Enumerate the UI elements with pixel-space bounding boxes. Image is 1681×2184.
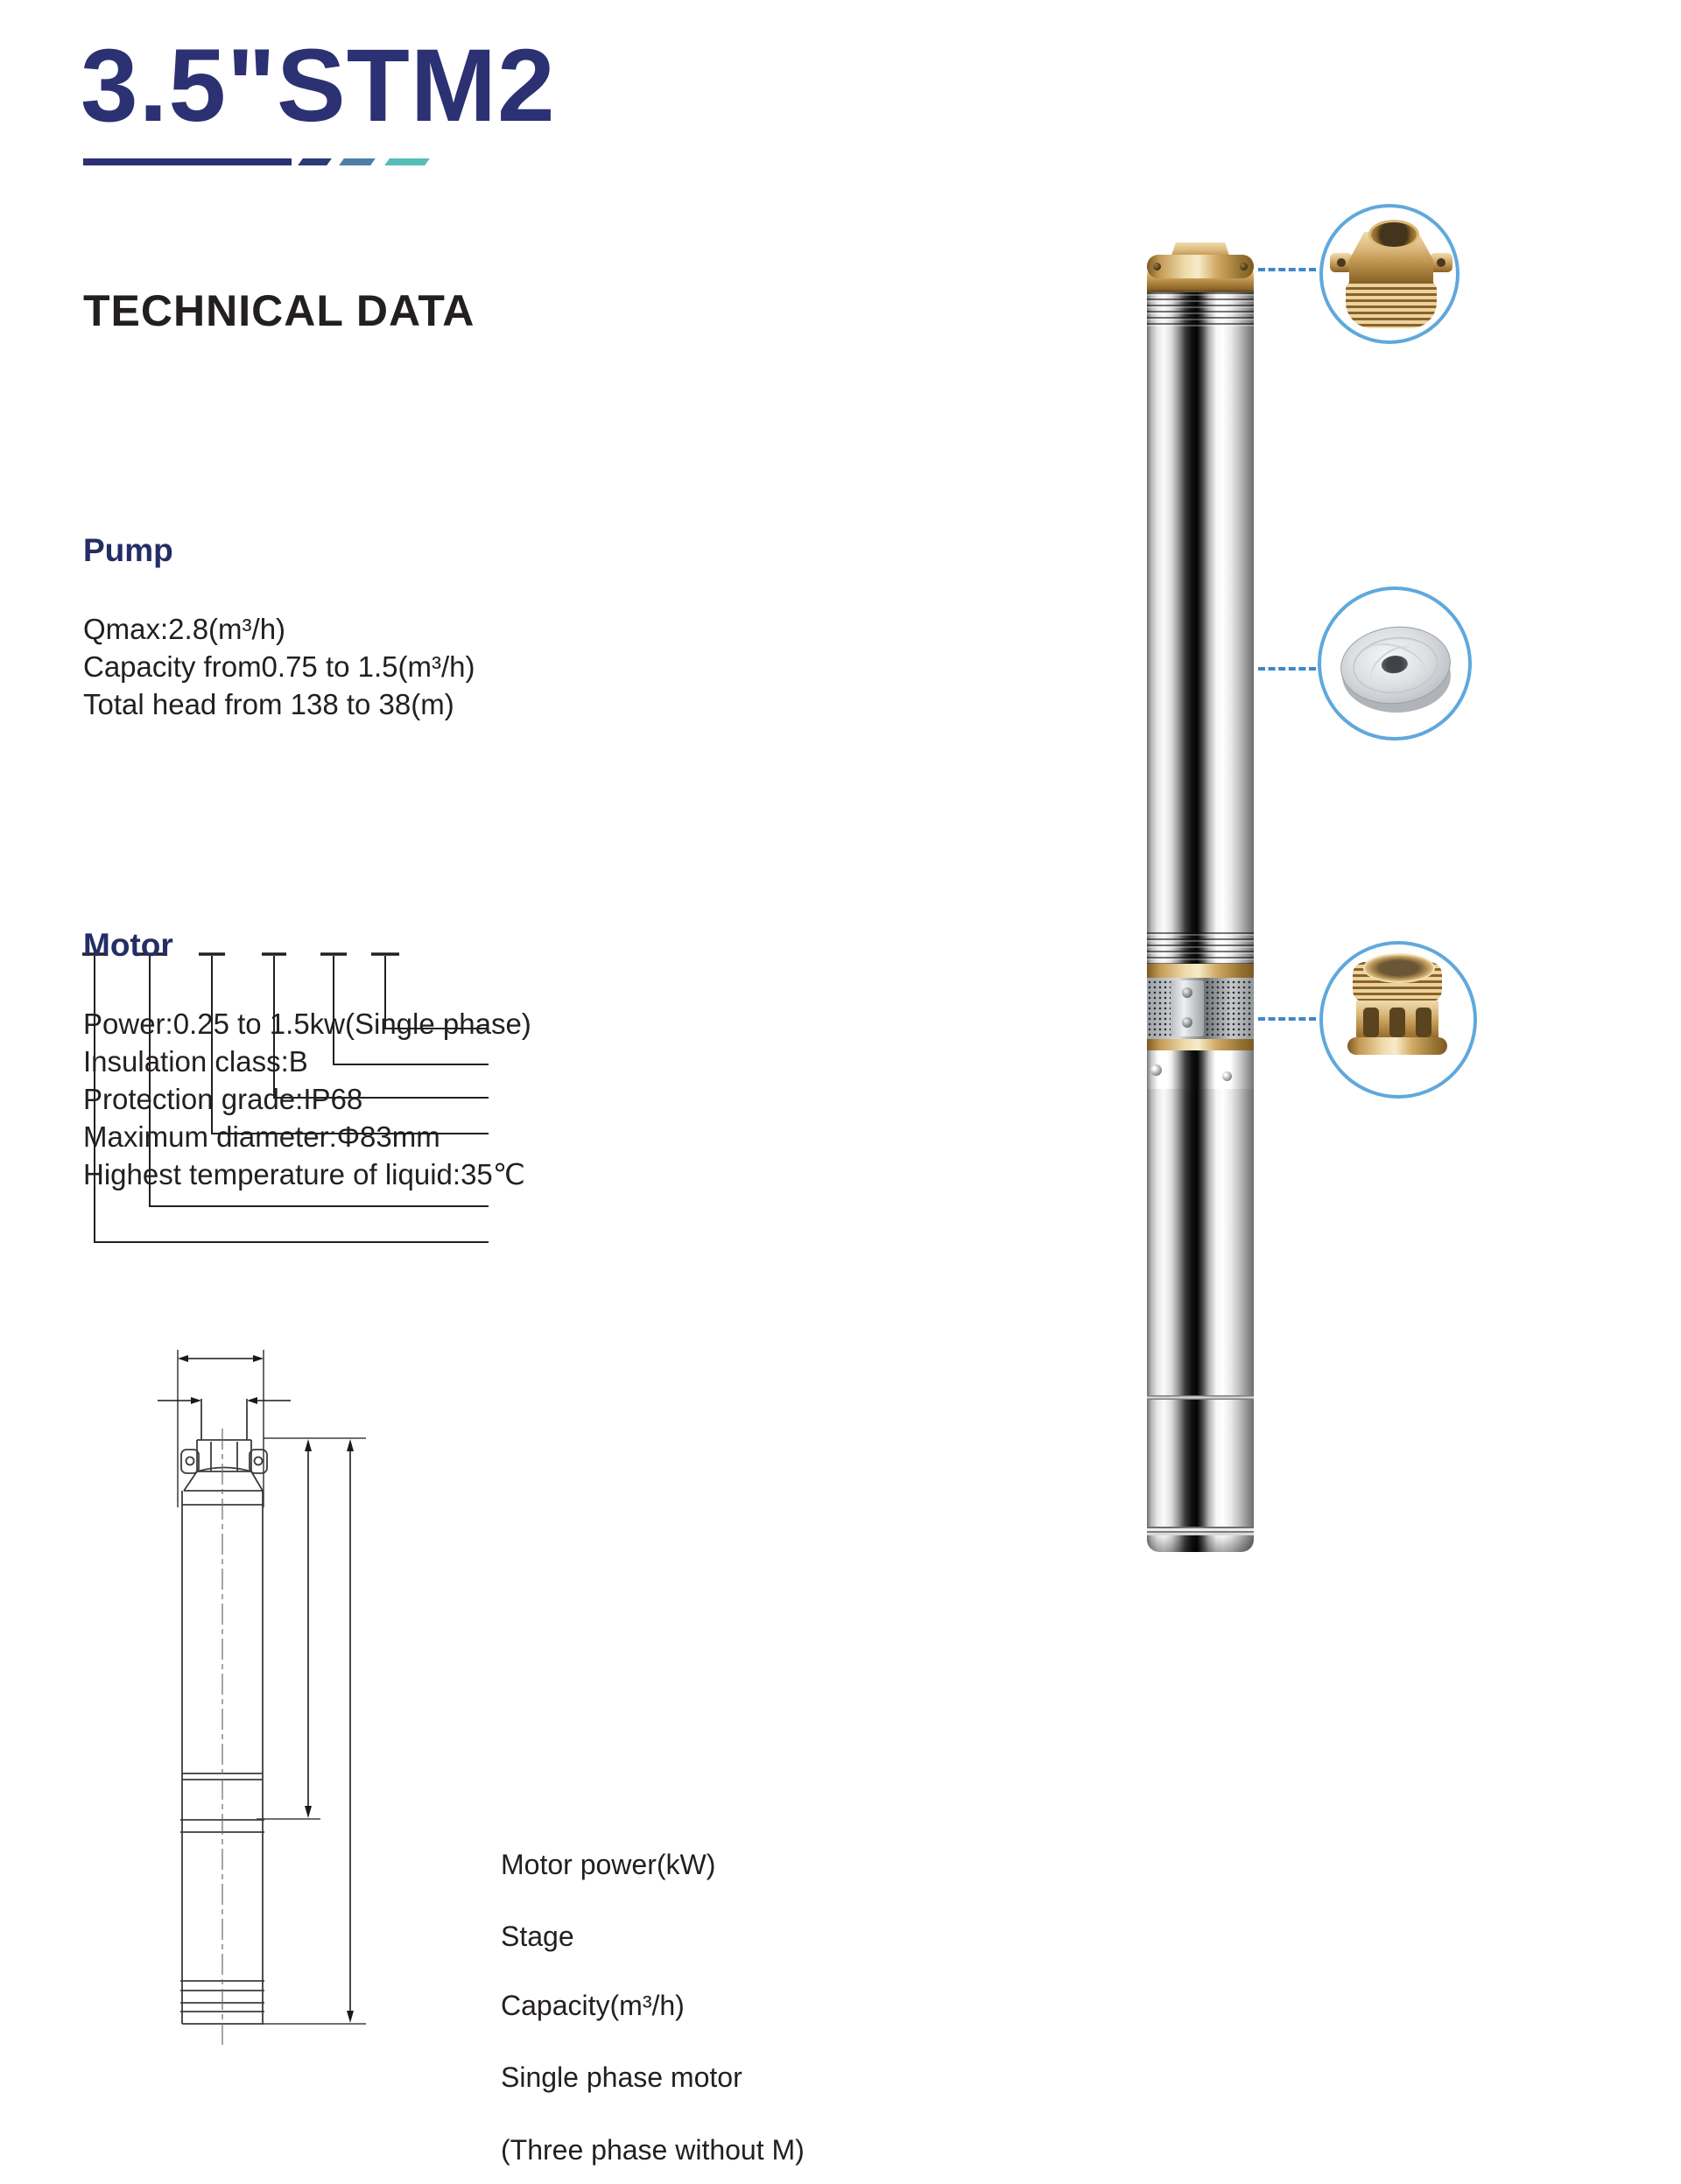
coupling-bolt-left [1150,1064,1162,1076]
model-part-well: 3 [0,1458,935,1495]
motor-spec-protection: Protection grade:IP68 [83,1082,363,1115]
model-part-series: ST [0,1495,990,1532]
motor-spec-power: Power:0.25 to 1.5kw(Single phase) [83,1007,531,1040]
model-part-capacity: 5 [0,1569,1115,1605]
pump-spec-capacity: Capacity from0.75 to 1.5(m³/h) [83,650,475,683]
pump-section-specs: Qmax:2.8(m³/h) Capacity from0.75 to 1.5(… [83,610,1681,723]
strainer-clamp-plate [1171,980,1204,1036]
underline-slash-teal [384,158,430,165]
legend-capacity: Capacity(m³/h) [501,1989,685,2021]
connector-threaded-opening [1368,220,1419,249]
underline-slash-navy [298,158,332,165]
ear-hole-left [1153,263,1161,270]
motor-spec-insulation: Insulation class:B [83,1044,308,1078]
interconnector-window-2 [1389,1008,1405,1037]
legend-stage: Stage [501,1920,574,1952]
ear-hole-right [1240,263,1248,270]
pump-spec-qmax: Qmax:2.8(m³/h) [83,612,286,645]
underline-bar [83,158,292,165]
pump-threaded-band [1147,932,1254,964]
clamp-screw-top [1182,987,1192,998]
motor-spec-diameter: Maximum diameter:Φ83mm [83,1120,440,1153]
callout-circle-impeller [1318,586,1472,741]
pump-motor-coupling [1147,1050,1254,1089]
legend-single-phase: Single phase motor [501,2061,742,2093]
pump-upper-body [1147,327,1254,932]
motor-spec-temperature: Highest temperature of liquid:35℃ [83,1157,525,1190]
page-subtitle: TECHNICAL DATA [83,285,475,335]
motor-bottom-ring [1147,1527,1254,1535]
pump-product-photo [1147,242,1254,1552]
legend-motor-power: Motor power(kW) [501,1848,716,1880]
pump-brass-ring-lower [1147,1039,1254,1050]
legend-three-phase: (Three phase without M) [501,2133,805,2166]
model-dash-1: - [0,1605,1144,1642]
interconnector-base-flange [1347,1037,1447,1055]
pump-brass-ring-upper [1147,964,1254,978]
interconnector-opening [1363,953,1435,983]
coupling-bolt-right [1222,1071,1232,1081]
interconnector-window-3 [1416,1008,1431,1037]
motor-section-specs: Power:0.25 to 1.5kw(Single phase) Insula… [83,1005,1681,1193]
motor-end-shade [1147,1534,1254,1552]
interconnector-window-1 [1363,1008,1379,1037]
callout-connector-2 [1258,667,1316,671]
model-part-power: 0.25 [0,1716,1226,1752]
connector-external-thread [1346,281,1437,328]
page-title: 3.5"STM2 [81,28,556,144]
motor-section-heading: Motor [83,926,173,963]
pump-threaded-neck [1147,292,1254,327]
title-underline [83,158,430,165]
motor-body-seam [1147,1395,1254,1400]
callout-connector-1 [1258,268,1316,271]
connector-earhole-left [1337,258,1346,267]
underline-slash-blue [339,158,376,165]
callout-circle-discharge-connector [1319,204,1459,344]
pump-spec-head: Total head from 138 to 38(m) [83,687,454,720]
callout-circle-suction-interconnector [1319,941,1477,1099]
pump-motor-body [1147,1089,1254,1552]
connector-earhole-right [1437,258,1445,267]
model-dash-2: - [0,1679,1198,1716]
clamp-screw-bottom [1182,1017,1192,1028]
interconnector-body [1356,1001,1438,1041]
pump-section-heading: Pump [83,531,173,568]
callout-connector-3 [1258,1017,1316,1021]
pump-intake-strainer [1147,978,1254,1039]
pump-lifting-ears [1147,255,1254,278]
model-part-stage: 5 [0,1642,1174,1679]
model-part-phase: M [0,1532,1052,1569]
